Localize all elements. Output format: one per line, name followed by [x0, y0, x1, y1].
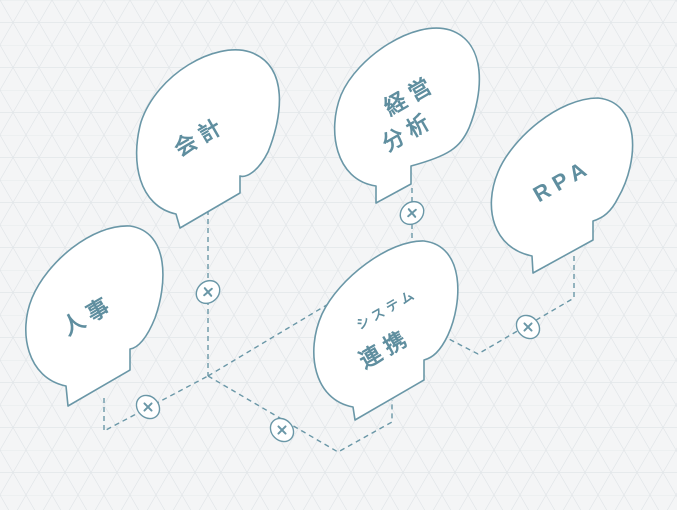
node-rpa[interactable]: [490, 97, 634, 274]
connector-kaikei[interactable]: [192, 276, 225, 308]
plus-icon: [407, 208, 417, 218]
plus-icon: [523, 322, 533, 332]
line-rpa: [442, 256, 575, 355]
plus-icon: [143, 402, 153, 412]
node-system[interactable]: [313, 240, 459, 421]
node-kaikei[interactable]: [135, 49, 281, 229]
node-keiei[interactable]: [333, 27, 481, 204]
connector-rpa[interactable]: [512, 311, 545, 344]
connector-keiei[interactable]: [396, 197, 429, 229]
node-jinji[interactable]: [25, 225, 164, 407]
line-jinji: [103, 375, 209, 433]
connector-system[interactable]: [266, 414, 299, 447]
plus-icon: [277, 425, 287, 435]
plus-icon: [203, 287, 213, 297]
connector-jinji[interactable]: [132, 391, 165, 424]
line-system: [207, 375, 393, 453]
line-hub-system: [207, 299, 336, 377]
